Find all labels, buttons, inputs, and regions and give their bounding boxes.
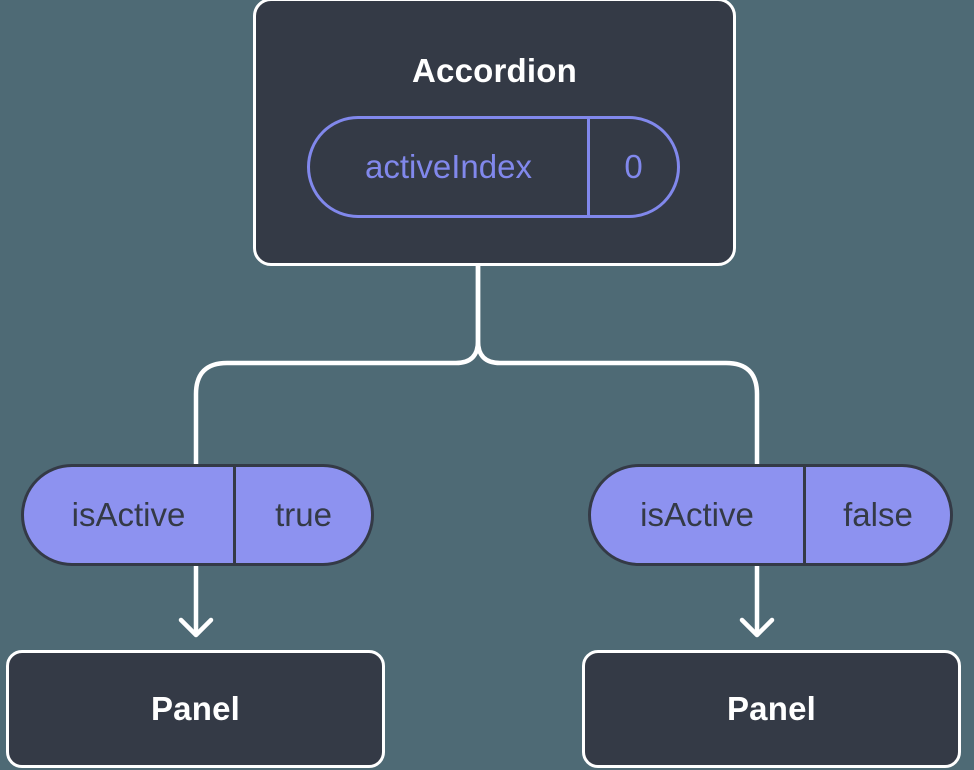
panel-title-right: Panel	[726, 690, 817, 727]
prop-value-left: true	[275, 496, 332, 533]
prop-pill-divider	[803, 467, 806, 563]
panel-node-left: Panel	[6, 650, 385, 768]
prop-name-left: isActive	[71, 496, 186, 533]
panel-node-right: Panel	[582, 650, 961, 768]
arrow-down-icon	[178, 617, 214, 638]
panel-title-left: Panel	[150, 690, 241, 727]
branch-line-left	[193, 263, 481, 467]
accordion-title: Accordion	[412, 52, 577, 89]
branch-line-right	[475, 263, 760, 467]
prop-name-right: isActive	[640, 496, 754, 533]
prop-pill-divider	[233, 467, 236, 563]
prop-pill-right: isActive false	[588, 464, 953, 566]
state-pill-divider	[587, 119, 590, 215]
prop-pill-left: isActive true	[21, 464, 374, 566]
state-value: 0	[624, 148, 643, 185]
accordion-node: Accordion activeIndex 0	[253, 0, 736, 266]
state-name: activeIndex	[365, 148, 532, 185]
arrow-down-icon	[739, 617, 775, 638]
prop-value-right: false	[843, 496, 913, 533]
state-pill: activeIndex 0	[307, 116, 680, 218]
